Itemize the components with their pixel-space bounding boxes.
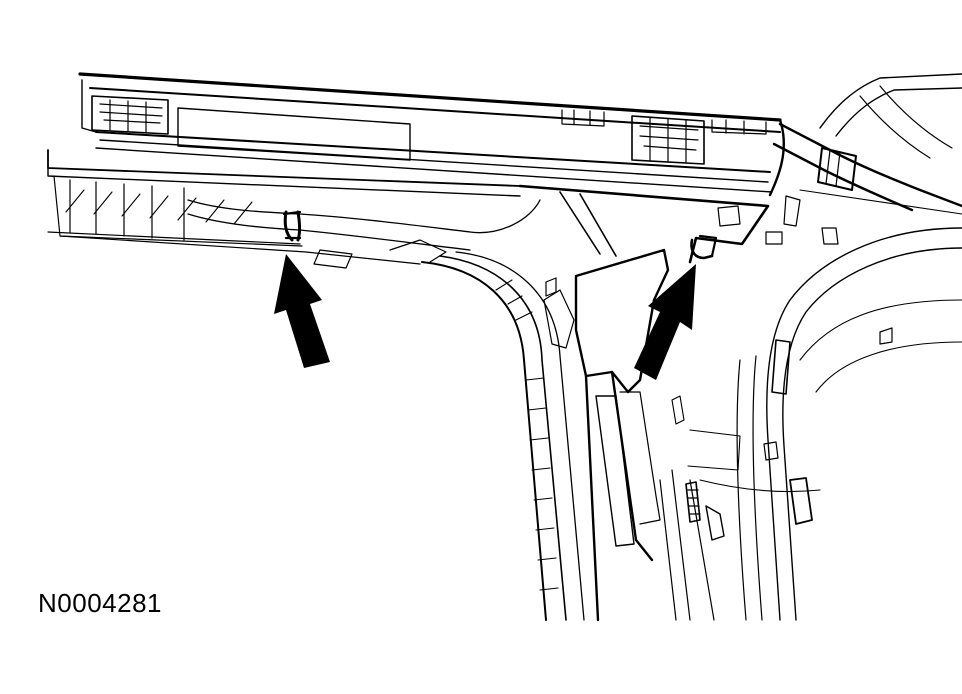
headliner-frame <box>47 149 541 269</box>
left-connector <box>91 95 169 135</box>
left-retaining-clip <box>282 210 302 242</box>
figure-id-label: N0004281 <box>38 588 162 618</box>
arrow-icon <box>634 264 696 380</box>
side-harness <box>772 73 962 212</box>
lower-cables <box>659 395 821 621</box>
pillar-bracket <box>518 184 770 622</box>
door-opening-trim <box>421 251 585 621</box>
rear-door-opening <box>736 227 962 621</box>
mounting-tabs <box>717 189 962 245</box>
overhead-console <box>78 72 785 197</box>
right-retaining-clip <box>690 234 718 260</box>
arrow-icon <box>274 254 330 368</box>
right-connector <box>631 115 705 165</box>
